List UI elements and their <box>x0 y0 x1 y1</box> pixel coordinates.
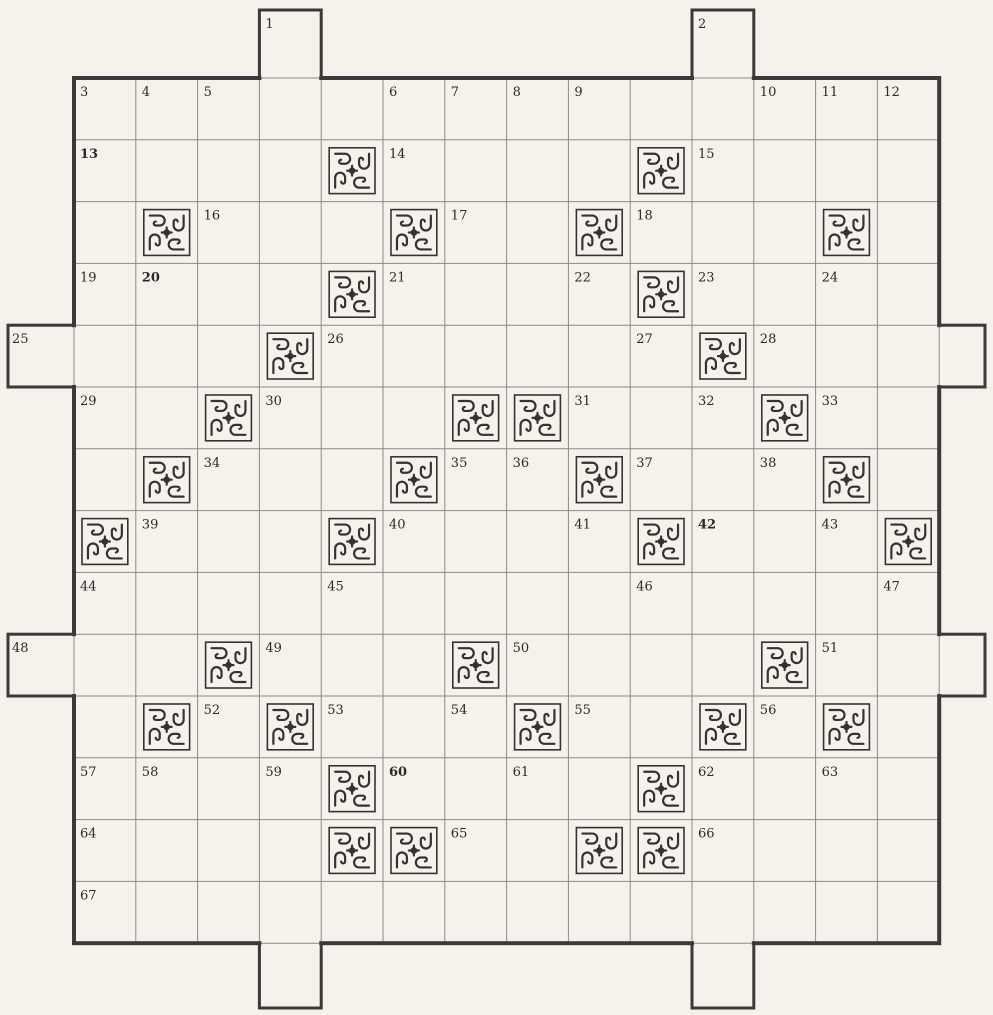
clue-number: 17 <box>451 209 468 224</box>
clue-number: 41 <box>574 518 591 533</box>
clue-number: 5 <box>204 85 212 100</box>
clue-number: 1 <box>265 17 273 32</box>
clue-number: 21 <box>389 270 406 285</box>
clue-number: 34 <box>204 456 221 471</box>
clue-number: 63 <box>822 765 839 780</box>
clue-number: 32 <box>698 394 715 409</box>
clue-number: 8 <box>513 85 521 100</box>
clue-number: 30 <box>265 394 282 409</box>
clue-number: 47 <box>883 579 900 594</box>
clue-number: 22 <box>574 270 591 285</box>
clue-number: 46 <box>636 579 653 594</box>
clue-number: 29 <box>80 394 97 409</box>
clue-number: 26 <box>327 332 344 347</box>
clue-number: 48 <box>12 641 29 656</box>
clue-number: 11 <box>822 85 839 100</box>
clue-number: 42 <box>698 518 716 533</box>
clue-number: 53 <box>327 703 344 718</box>
clue-number: 64 <box>80 827 97 842</box>
clue-number: 31 <box>574 394 591 409</box>
clue-number: 54 <box>451 703 468 718</box>
clue-number: 39 <box>142 518 159 533</box>
clue-number: 61 <box>513 765 530 780</box>
clue-number: 2 <box>698 17 706 32</box>
clue-number: 60 <box>389 765 407 780</box>
clue-number: 10 <box>760 85 777 100</box>
clue-number: 15 <box>698 147 715 162</box>
clue-number: 38 <box>760 456 777 471</box>
clue-number: 20 <box>142 270 160 285</box>
clue-number: 43 <box>822 518 839 533</box>
clue-number: 55 <box>574 703 591 718</box>
clue-number: 18 <box>636 209 653 224</box>
clue-number: 37 <box>636 456 653 471</box>
clue-number: 35 <box>451 456 468 471</box>
clue-number: 4 <box>142 85 150 100</box>
side-cell-right-4 <box>939 325 985 387</box>
clue-number: 3 <box>80 85 88 100</box>
clue-number: 6 <box>389 85 397 100</box>
clue-number: 24 <box>822 270 839 285</box>
clue-number: 62 <box>698 765 715 780</box>
clue-number: 59 <box>265 765 282 780</box>
clue-number: 25 <box>12 332 29 347</box>
clue-number: 36 <box>513 456 530 471</box>
clue-number: 7 <box>451 85 459 100</box>
clue-number: 50 <box>513 641 530 656</box>
clue-number: 45 <box>327 579 344 594</box>
clue-number: 65 <box>451 827 468 842</box>
end-cell-bottom-10 <box>692 943 754 1008</box>
clue-number: 67 <box>80 888 97 903</box>
clue-number: 49 <box>265 641 282 656</box>
clue-number: 40 <box>389 518 406 533</box>
clue-number: 58 <box>142 765 159 780</box>
clue-number: 16 <box>204 209 221 224</box>
side-cell-right-9 <box>939 634 985 696</box>
clue-number: 51 <box>822 641 839 656</box>
clue-number: 19 <box>80 270 97 285</box>
clue-number: 52 <box>204 703 221 718</box>
clue-number: 12 <box>883 85 900 100</box>
clue-number: 57 <box>80 765 97 780</box>
clue-number: 33 <box>822 394 839 409</box>
end-cell-bottom-3 <box>259 943 321 1008</box>
clue-number: 28 <box>760 332 777 347</box>
clue-number: 14 <box>389 147 406 162</box>
clue-number: 44 <box>80 579 97 594</box>
clue-number: 27 <box>636 332 653 347</box>
clue-number: 56 <box>760 703 777 718</box>
clue-number: 23 <box>698 270 715 285</box>
clue-number: 66 <box>698 827 715 842</box>
clue-number: 13 <box>80 147 98 162</box>
clue-number: 9 <box>574 85 582 100</box>
